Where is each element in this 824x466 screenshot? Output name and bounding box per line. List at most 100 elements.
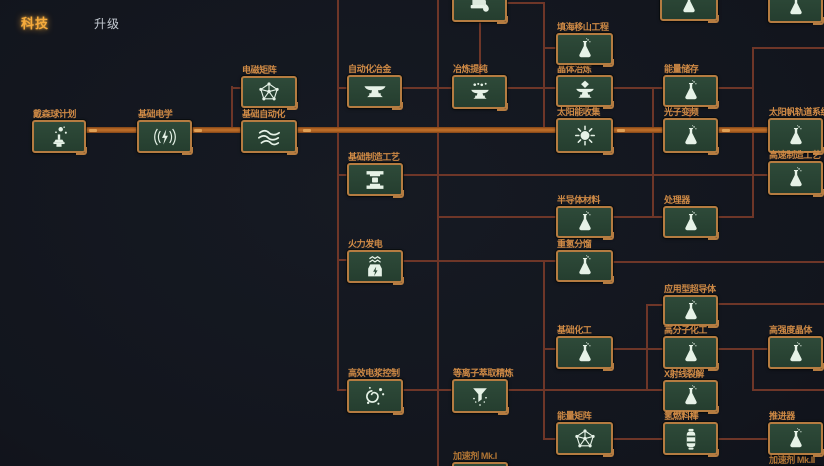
plasma-extract-refining-node[interactable]: [452, 379, 509, 415]
researched-main-line: [60, 127, 791, 133]
thermal-power-node[interactable]: [347, 250, 404, 285]
flask-icon: [770, 424, 821, 453]
tech-edge: [613, 348, 665, 350]
energy-matrix-label: 能量矩阵: [557, 411, 592, 421]
processor-label: 处理器: [664, 195, 690, 205]
tech-edge: [543, 47, 558, 49]
basic-automation-node[interactable]: [241, 120, 298, 155]
high-speed-manufacturing-node[interactable]: [768, 161, 824, 197]
high-speed-manufacturing-label: 高速制造工艺: [769, 150, 821, 160]
anvil-icon: [349, 77, 400, 106]
tech-edge: [752, 389, 824, 391]
basic-electromagnetics-label: 基础电学: [138, 109, 173, 119]
solar-collection-node[interactable]: [556, 118, 614, 155]
tech-edge: [479, 20, 481, 77]
main-line-marker: [194, 128, 202, 132]
plasma-control-label: 高效电浆控制: [348, 368, 400, 378]
flask-icon: [770, 0, 821, 21]
automatic-metallurgy-node[interactable]: [347, 75, 403, 110]
cut-top-flask-b-node[interactable]: [768, 0, 824, 25]
xray-cracking-node[interactable]: [663, 380, 719, 414]
plasma-control-node[interactable]: [347, 379, 404, 415]
flask-icon: [558, 208, 611, 236]
flask-icon: [662, 0, 716, 19]
power-plant-icon: [349, 252, 401, 281]
flask-icon: [665, 120, 716, 151]
solar-collection-label: 太阳能收集: [557, 107, 601, 117]
processor-node[interactable]: [663, 206, 719, 240]
dyson-sphere-program-label: 戴森球计划: [33, 109, 77, 119]
flask-icon: [665, 297, 716, 324]
em-wave-icon: [139, 122, 190, 151]
energy-storage-node[interactable]: [663, 75, 719, 109]
thermal-power-label: 火力发电: [348, 239, 383, 249]
land-reclamation-label: 填海移山工程: [557, 22, 609, 32]
polymer-chemical-node[interactable]: [663, 336, 719, 371]
assembler-icon: [349, 165, 401, 194]
cut-top-refining-node[interactable]: [452, 0, 508, 24]
anvil-dots-icon: [454, 77, 505, 107]
tech-edge: [718, 303, 824, 305]
photon-conversion-label: 光子变频: [664, 107, 699, 117]
land-reclamation-node[interactable]: [556, 33, 614, 67]
tab-upgrade[interactable]: 升级: [94, 17, 121, 31]
tech-edge: [543, 2, 545, 132]
flask-icon: [770, 120, 821, 151]
tech-edge: [752, 348, 754, 391]
refinery-icon: [454, 0, 505, 20]
basic-chemical-node[interactable]: [556, 336, 614, 371]
proliferator-mk1-node[interactable]: [452, 462, 508, 466]
tech-edge: [543, 348, 558, 350]
tech-edge: [337, 389, 349, 391]
flask-icon: [558, 35, 611, 63]
electromagnetic-matrix-node[interactable]: [241, 76, 298, 110]
thruster-label: 推进器: [769, 411, 795, 421]
basic-electromagnetics-node[interactable]: [137, 120, 193, 155]
basic-manufacturing-node[interactable]: [347, 163, 404, 198]
tech-edge: [231, 86, 233, 132]
dyson-sphere-program-node[interactable]: [32, 120, 87, 155]
flask-icon: [665, 77, 716, 105]
tab-technology[interactable]: 科技: [21, 16, 50, 31]
semiconductor-material-node[interactable]: [556, 206, 614, 240]
main-line-marker: [303, 128, 311, 132]
tech-edge: [508, 389, 665, 391]
flask-icon: [770, 163, 821, 193]
flask-icon: [665, 208, 716, 236]
tech-edge: [646, 304, 665, 306]
hydrogen-fuel-rod-label: 氢燃料棒: [664, 411, 699, 421]
cut-top-flask-a-node[interactable]: [660, 0, 719, 23]
xray-cracking-label: X射线裂解: [664, 369, 705, 379]
flask-icon: [770, 338, 821, 367]
crystal-smelting-node[interactable]: [556, 75, 614, 109]
tech-edge: [337, 0, 339, 391]
tech-edge: [231, 87, 243, 89]
main-line-marker: [617, 128, 625, 132]
plasma-extract-refining-label: 等离子萃取精炼: [453, 368, 514, 378]
proliferator-mk2-label: 加速剂 Mk.II: [769, 455, 815, 465]
tech-edge: [689, 107, 691, 121]
smelting-purification-label: 冶炼提纯: [453, 64, 488, 74]
high-strength-crystal-node[interactable]: [768, 336, 824, 371]
hydrogen-fuel-rod-node[interactable]: [663, 422, 719, 457]
tech-edge: [652, 88, 654, 217]
tech-edge: [337, 87, 349, 89]
flask-icon: [558, 252, 611, 280]
tech-edge: [507, 2, 545, 4]
deuterium-fractionation-node[interactable]: [556, 250, 614, 284]
matrix-icon: [558, 424, 611, 453]
applied-superconductor-node[interactable]: [663, 295, 719, 328]
tech-edge: [403, 174, 768, 176]
tech-edge: [543, 260, 545, 440]
tech-edge: [337, 259, 349, 261]
deuterium-fractionation-label: 重氢分馏: [557, 239, 592, 249]
proliferator-mk1-label: 加速剂 Mk.I: [453, 451, 497, 461]
tech-edge: [613, 261, 824, 263]
solar-sail-orbital-system-node[interactable]: [768, 118, 824, 155]
photon-conversion-node[interactable]: [663, 118, 719, 155]
thruster-node[interactable]: [768, 422, 824, 457]
smelting-purification-node[interactable]: [452, 75, 508, 111]
energy-matrix-node[interactable]: [556, 422, 614, 457]
flask-icon: [665, 382, 716, 410]
